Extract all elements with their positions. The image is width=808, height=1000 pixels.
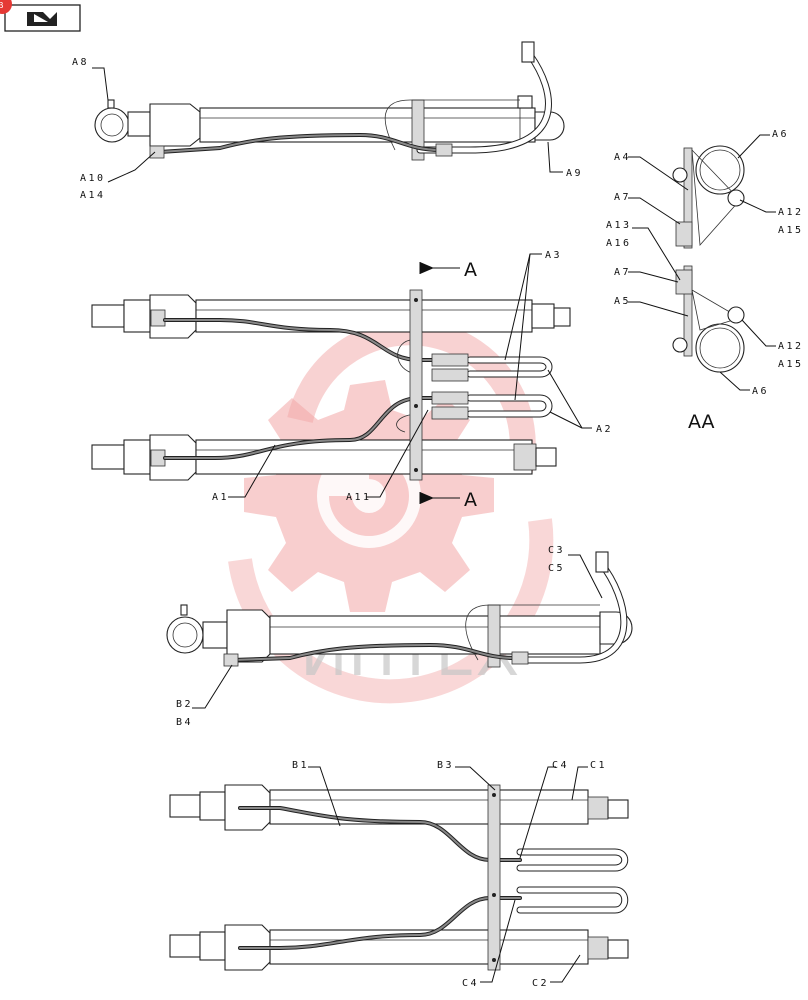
callout-a8: A8 <box>72 57 89 68</box>
svg-text:A: A <box>464 489 477 511</box>
callout-a15-top: A15 <box>778 225 804 236</box>
callout-a12-top: A12 <box>778 207 804 218</box>
callout-a11: A11 <box>346 492 372 503</box>
callout-b4: B4 <box>176 717 193 728</box>
mounting-bracket-c <box>487 784 501 971</box>
callout-a16: A16 <box>606 238 632 249</box>
callout-b2: B2 <box>176 699 193 710</box>
back-button[interactable]: B <box>0 0 81 32</box>
mounting-bracket-a <box>409 289 423 481</box>
callout-labels: A8 A10 A14 A9 A6 A4 A7 A12 A15 A13 A16 A… <box>72 57 804 989</box>
callout-a13: A13 <box>606 220 632 231</box>
cylinder-pair-c-upper <box>169 784 629 872</box>
callout-a2: A2 <box>596 424 613 435</box>
cylinder-b-side <box>166 551 633 668</box>
callout-c2: C2 <box>532 978 549 989</box>
callout-a6-top: A6 <box>772 129 789 140</box>
back-arrow-icon <box>27 12 57 26</box>
callout-b1: B1 <box>292 760 309 771</box>
callout-c3: C3 <box>548 545 565 556</box>
callout-a3: A3 <box>545 250 562 261</box>
callout-b3: B3 <box>437 760 454 771</box>
cylinder-pair-lower <box>91 394 557 481</box>
callout-a9: A9 <box>566 168 583 179</box>
callout-a14: A14 <box>80 190 106 201</box>
callout-a4: A4 <box>614 152 631 163</box>
back-badge: B <box>0 1 4 10</box>
callout-a12-bottom: A12 <box>778 341 804 352</box>
callout-a5: A5 <box>614 296 631 307</box>
section-view-title: AA <box>688 411 715 433</box>
leader-lines <box>92 67 776 983</box>
callout-c5: C5 <box>548 563 565 574</box>
callout-a7-top: A7 <box>614 192 631 203</box>
section-view-aa <box>672 145 745 373</box>
callout-a6-bottom: A6 <box>752 386 769 397</box>
section-marker-top: A <box>419 259 477 281</box>
cylinder-pair-c-lower <box>169 886 629 971</box>
hose-fittings-a2 <box>431 353 469 420</box>
callout-c4-top: C4 <box>552 760 569 771</box>
callout-a10: A10 <box>80 173 106 184</box>
callout-a7-bottom: A7 <box>614 267 631 278</box>
callout-a15-bottom: A15 <box>778 359 804 370</box>
callout-c4-bottom: C4 <box>462 978 479 989</box>
callout-a1: A1 <box>212 492 229 503</box>
cylinder-pair-upper <box>91 294 571 378</box>
svg-text:A: A <box>464 259 477 281</box>
callout-c1: C1 <box>590 760 607 771</box>
section-marker-bottom: A <box>419 489 477 511</box>
cylinder-top-side <box>94 41 565 161</box>
